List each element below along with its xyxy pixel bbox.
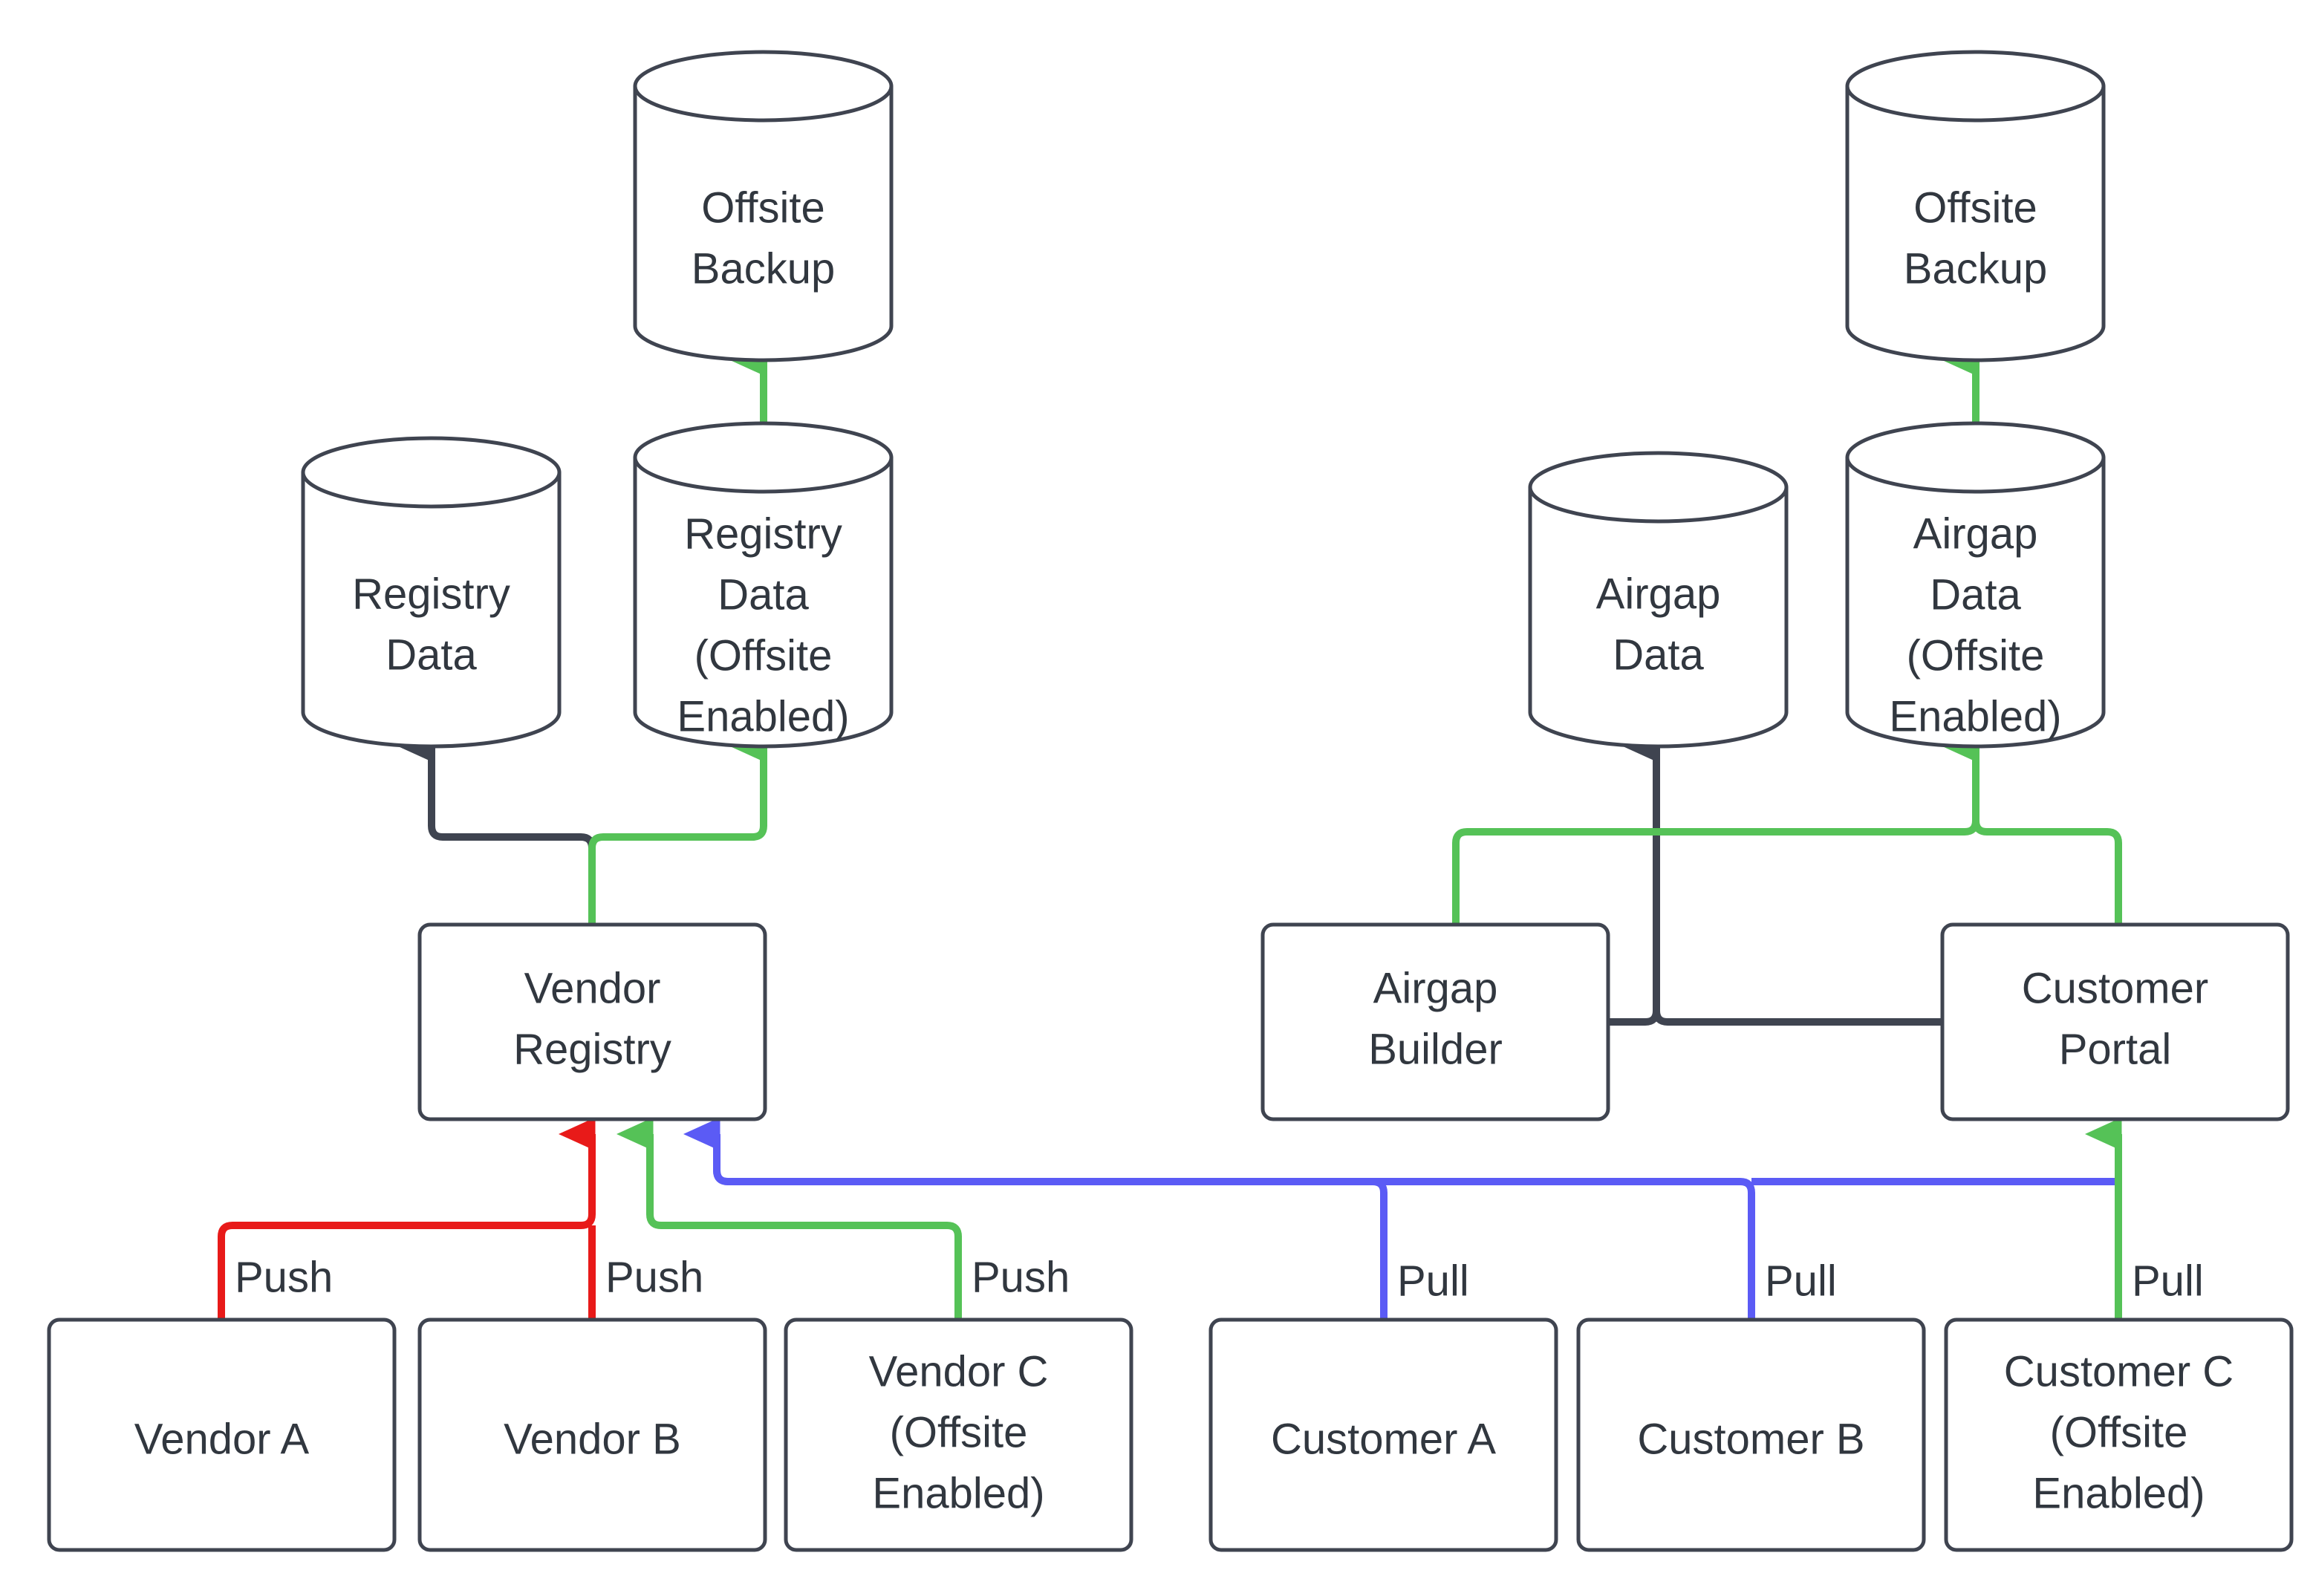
node-label-line: Data xyxy=(386,631,477,679)
node-label-line: Customer B xyxy=(1637,1415,1864,1463)
edge-label-pull-customer-b: Pull xyxy=(1765,1257,1837,1305)
node-label-line: Data xyxy=(1930,570,2021,619)
node-label-line: Data xyxy=(1613,631,1704,679)
node-label-line: Enabled) xyxy=(1889,692,2061,740)
node-label-line: Enabled) xyxy=(2032,1469,2205,1517)
edge-customer-b-pull xyxy=(683,1117,1755,1320)
edge-label-pull-customer-a: Pull xyxy=(1397,1257,1469,1305)
node-registry-data[interactable]: Registry Data xyxy=(301,436,562,749)
edge-label-pull-customer-c: Pull xyxy=(2132,1257,2204,1305)
node-customer-a[interactable]: Customer A xyxy=(1208,1317,1558,1552)
node-label-line: Registry xyxy=(352,570,510,618)
edge-vendor-a-push xyxy=(218,1117,596,1320)
node-label-line: Offsite xyxy=(1913,183,2037,232)
edge-label-push-vendor-a: Push xyxy=(235,1253,333,1301)
node-airgap-data[interactable]: Airgap Data xyxy=(1528,451,1789,749)
edge-portal-to-airgap-offsite xyxy=(1942,729,2122,925)
node-label-line: Data xyxy=(718,570,809,619)
node-label-line: Airgap xyxy=(1373,964,1498,1012)
node-customer-b[interactable]: Customer B xyxy=(1576,1317,1926,1552)
node-label-line: Registry xyxy=(513,1025,671,1073)
node-label-line: Airgap xyxy=(1913,509,2038,558)
node-customer-portal[interactable]: Customer Portal xyxy=(1940,922,2290,1121)
node-label-line: Enabled) xyxy=(677,692,849,740)
node-label-line: Builder xyxy=(1368,1025,1503,1073)
node-offsite-backup-left[interactable]: Offsite Backup xyxy=(633,50,894,362)
edge-label-push-vendor-b: Push xyxy=(605,1253,703,1301)
node-label-line: Enabled) xyxy=(872,1469,1044,1517)
node-airgap-data-offsite[interactable]: Airgap Data (Offsite Enabled) xyxy=(1845,421,2106,749)
node-label-line: Vendor C xyxy=(869,1347,1049,1395)
node-vendor-c[interactable]: Vendor C (Offsite Enabled) xyxy=(784,1317,1133,1552)
edge-portal-to-airgap-data xyxy=(1653,746,1942,1026)
edge-registry-to-data xyxy=(397,729,596,925)
edge-builder-to-airgap-data xyxy=(1608,729,1660,1026)
node-registry-data-offsite[interactable]: Registry Data (Offsite Enabled) xyxy=(633,421,894,749)
node-label-line: Vendor xyxy=(524,964,661,1012)
node-label-line: Backup xyxy=(1904,244,2047,293)
node-label-line: Offsite xyxy=(701,183,825,232)
node-label-line: (Offsite xyxy=(694,631,833,680)
node-customer-c[interactable]: Customer C (Offsite Enabled) xyxy=(1944,1317,2294,1552)
node-airgap-builder[interactable]: Airgap Builder xyxy=(1260,922,1610,1121)
node-offsite-backup-right[interactable]: Offsite Backup xyxy=(1845,50,2106,362)
node-label-line: Backup xyxy=(692,244,835,293)
edge-vendor-c-push xyxy=(616,1117,962,1320)
node-label-line: Airgap xyxy=(1596,570,1721,618)
node-label-line: Portal xyxy=(2059,1025,2172,1073)
edge-registry-to-data-offsite xyxy=(588,729,767,925)
node-label-line: Registry xyxy=(684,509,842,558)
node-label-line: Customer A xyxy=(1271,1415,1496,1463)
node-label-line: Customer xyxy=(2022,964,2208,1012)
node-vendor-registry[interactable]: Vendor Registry xyxy=(417,922,767,1121)
node-label-line: Vendor B xyxy=(504,1415,681,1463)
node-vendor-a[interactable]: Vendor A xyxy=(47,1317,397,1552)
node-vendor-b[interactable]: Vendor B xyxy=(417,1317,767,1552)
edge-builder-to-airgap-offsite xyxy=(1452,746,1979,925)
edge-label-push-vendor-c: Push xyxy=(972,1253,1070,1301)
node-label-line: Customer C xyxy=(2004,1347,2234,1395)
node-label-line: Vendor A xyxy=(134,1415,310,1463)
node-label-line: (Offsite xyxy=(2050,1408,2188,1456)
node-label-line: (Offsite xyxy=(1907,631,2045,680)
node-label-line: (Offsite xyxy=(890,1408,1028,1456)
